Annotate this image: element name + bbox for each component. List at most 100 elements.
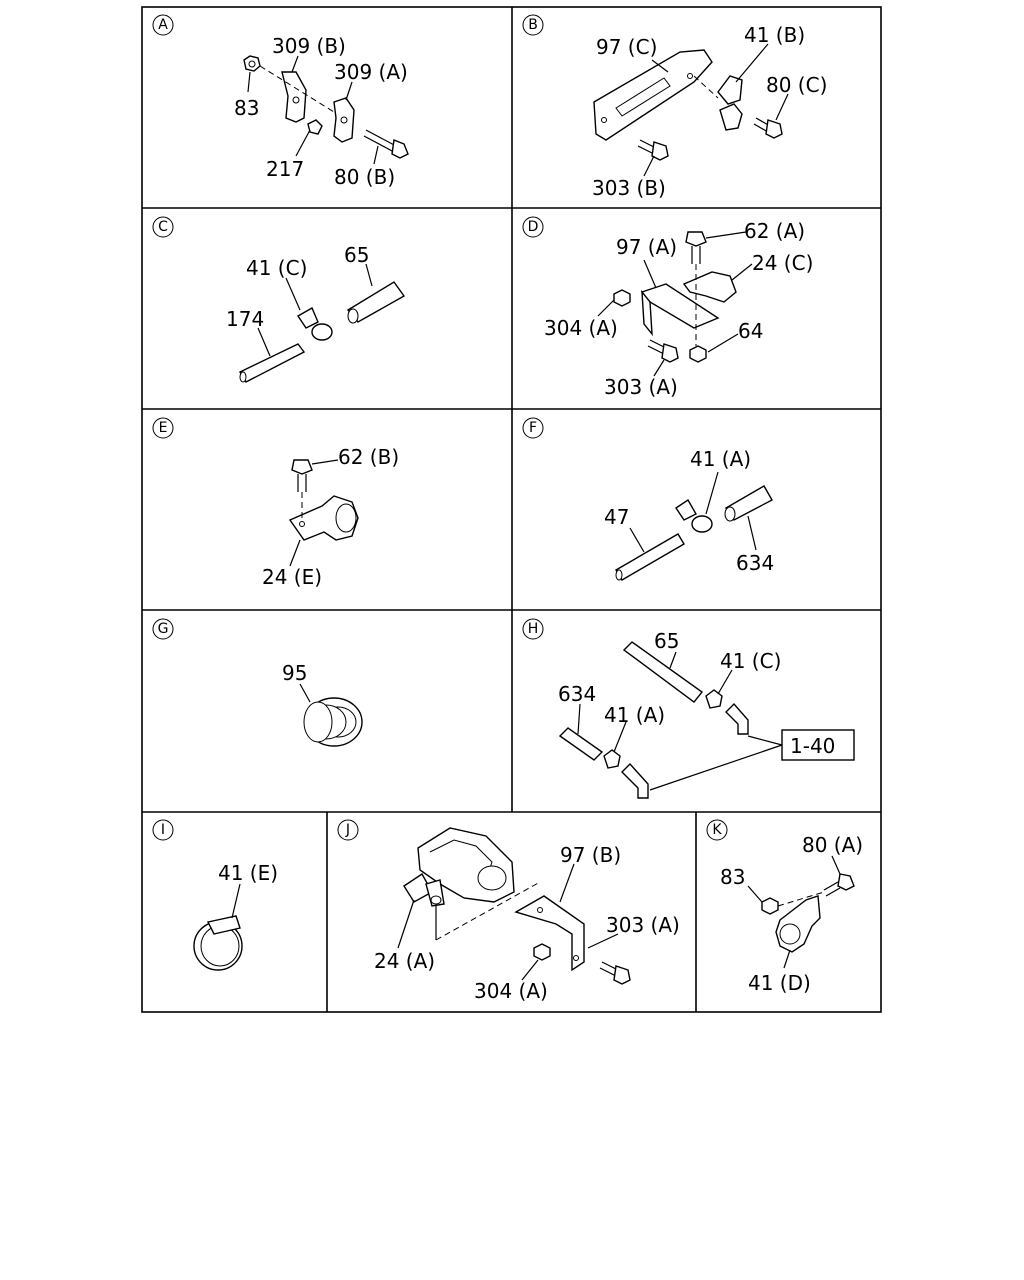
label-41b: 41 (B)	[744, 23, 805, 47]
bracket-24c	[682, 271, 737, 303]
panel-h: H 1-40 65 41 (C) 634 41 (A)	[522, 618, 855, 799]
panel-k-letter: K	[712, 822, 722, 838]
label-41c: 41 (C)	[246, 256, 307, 280]
label-65: 65	[344, 243, 369, 267]
nut-83	[243, 55, 261, 72]
panel-d: D 97 (A) 62 (A) 24 (C) 304 (A)	[522, 216, 813, 399]
panel-g-marker	[152, 618, 174, 640]
bolt-62b	[291, 459, 313, 492]
panel-g-letter: G	[158, 621, 169, 637]
panel-i-letter: I	[161, 822, 165, 838]
panel-i-marker	[152, 819, 174, 841]
label-41e: 41 (E)	[218, 861, 278, 885]
clip-41b	[717, 75, 743, 105]
bolt-303a	[647, 339, 679, 363]
panel-f: F 41 (A) 47 634	[522, 417, 774, 581]
panel-h-letter: H	[528, 621, 539, 637]
bolt-80b	[363, 129, 409, 159]
label-83-k: 83	[720, 865, 745, 889]
label-80c: 80 (C)	[766, 73, 827, 97]
label-303a-j: 303 (A)	[606, 913, 680, 937]
clamp-41c	[297, 307, 319, 329]
panel-e: E 62 (B) 24 (E)	[152, 417, 399, 589]
hose-47	[615, 533, 685, 581]
hose-174	[239, 343, 306, 383]
panel-i: I 41 (E)	[152, 819, 278, 971]
label-41a-h: 41 (A)	[604, 703, 665, 727]
bracket-97b	[514, 895, 585, 972]
label-304a: 304 (A)	[544, 316, 618, 340]
panel-k: K 80 (A) 83 41 (D)	[706, 819, 863, 995]
hose-634-h	[558, 727, 604, 761]
label-80a: 80 (A)	[802, 833, 863, 857]
label-97c: 97 (C)	[596, 35, 657, 59]
panel-j: J 97 (B) 303 (A) 24 (A) 304 (A)	[337, 819, 680, 1003]
label-65-h: 65	[654, 629, 679, 653]
panel-c: C 41 (C) 65 174	[152, 216, 406, 383]
bolt-80a	[823, 873, 855, 897]
label-634-h: 634	[558, 682, 596, 706]
hose-65-h	[622, 641, 704, 703]
bolt-80c	[753, 117, 783, 139]
pipe-elbow-upper	[725, 702, 749, 735]
panel-b: B 97 (C) 41 (B) 80 (C) 303 (B)	[522, 14, 827, 200]
label-309a: 309 (A)	[334, 60, 408, 84]
bolt-62a	[685, 231, 707, 264]
clamp-41a-h	[603, 749, 621, 769]
nut-83-k	[761, 897, 779, 915]
label-64: 64	[738, 319, 763, 343]
panel-f-letter: F	[529, 420, 537, 436]
panel-e-letter: E	[159, 420, 168, 436]
panel-d-letter: D	[528, 219, 539, 235]
panel-f-marker	[522, 417, 544, 439]
panel-b-marker	[522, 14, 544, 36]
label-97a: 97 (A)	[616, 235, 677, 259]
label-95: 95	[282, 661, 307, 685]
nut-64	[689, 345, 707, 363]
bracket-309b	[281, 71, 307, 123]
label-24a: 24 (A)	[374, 949, 435, 973]
label-41d: 41 (D)	[748, 971, 811, 995]
label-41c-h: 41 (C)	[720, 649, 781, 673]
label-62b: 62 (B)	[338, 445, 399, 469]
label-309b: 309 (B)	[272, 34, 346, 58]
panel-c-letter: C	[158, 219, 168, 235]
clip-217	[307, 119, 323, 135]
clamp-41e	[193, 915, 243, 971]
panel-j-marker	[337, 819, 359, 841]
panel-h-marker	[522, 618, 544, 640]
panel-b-letter: B	[528, 17, 538, 33]
pipe-elbow-lower	[621, 762, 649, 799]
panel-a-letter: A	[158, 17, 168, 33]
grommet-95	[303, 697, 363, 747]
label-634: 634	[736, 551, 774, 575]
panel-d-marker	[522, 216, 544, 238]
label-24c: 24 (C)	[752, 251, 813, 275]
label-304a-j: 304 (A)	[474, 979, 548, 1003]
panel-g: G 95	[152, 618, 363, 747]
panel-k-marker	[706, 819, 728, 841]
label-303b: 303 (B)	[592, 176, 666, 200]
nut-304a	[613, 289, 631, 307]
label-47: 47	[604, 505, 629, 529]
clamp-41a	[675, 499, 697, 521]
label-24e: 24 (E)	[262, 565, 322, 589]
label-62a: 62 (A)	[744, 219, 805, 243]
panel-a-marker	[152, 14, 174, 36]
label-303a: 303 (A)	[604, 375, 678, 399]
bolt-303b	[637, 139, 669, 161]
bolt-303a-j	[599, 961, 631, 985]
label-83: 83	[234, 96, 259, 120]
panel-e-marker	[152, 417, 174, 439]
ref-box-1-40	[781, 729, 855, 761]
actuator-24a	[403, 827, 515, 907]
panel-a: A 309 (B) 309 (A) 83 217 80 (B)	[152, 14, 409, 189]
label-217: 217	[266, 157, 304, 181]
label-80b: 80 (B)	[334, 165, 395, 189]
label-174: 174	[226, 307, 264, 331]
label-ref-1-40: 1-40	[790, 734, 835, 758]
panel-c-marker	[152, 216, 174, 238]
label-41a: 41 (A)	[690, 447, 751, 471]
nut-304a-j	[533, 943, 551, 961]
